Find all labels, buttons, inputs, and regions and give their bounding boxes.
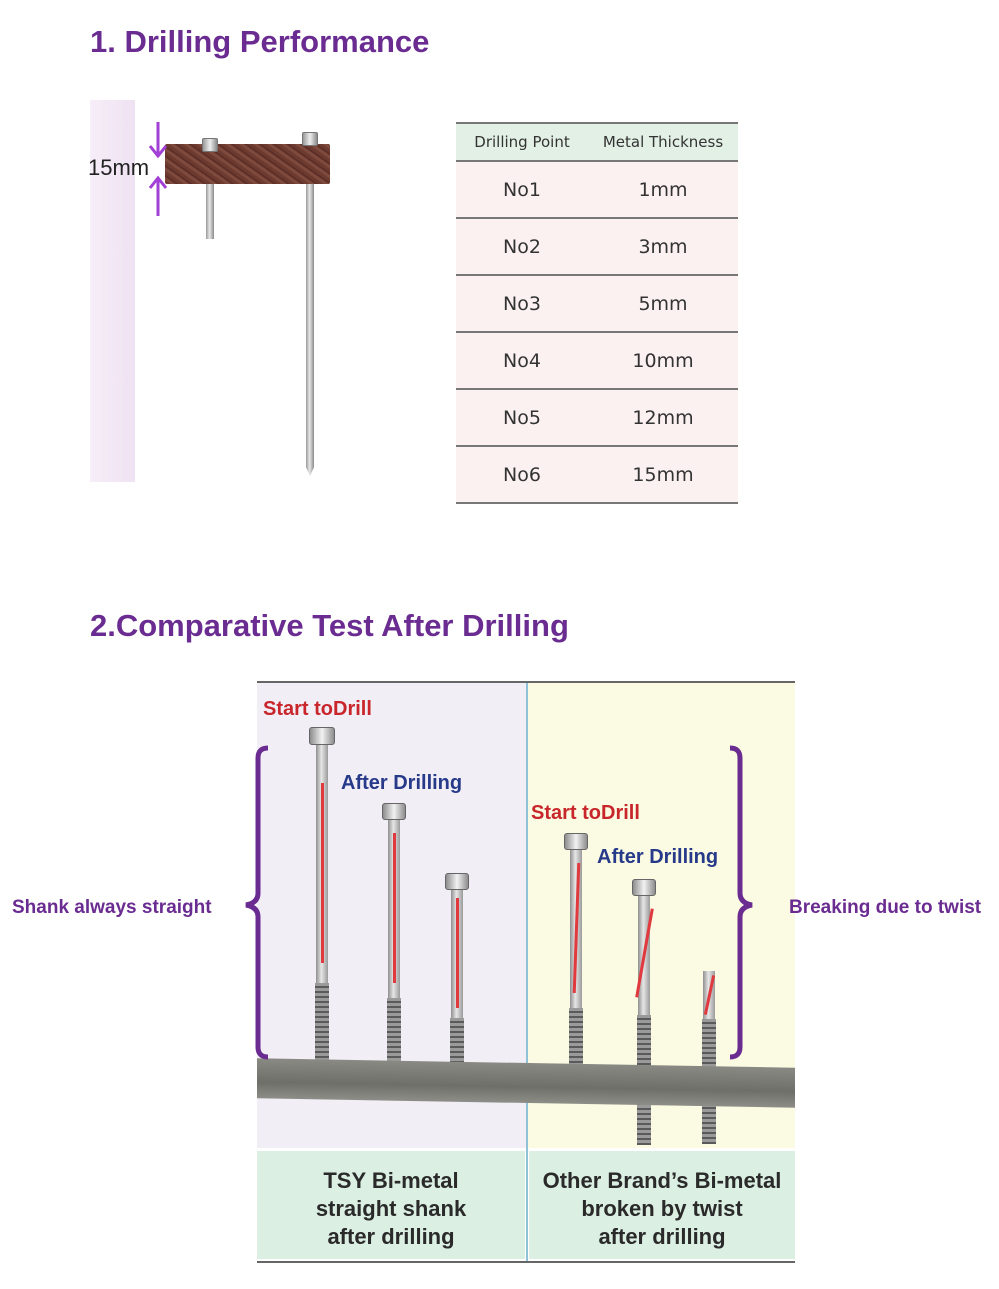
metal-thickness-cell: 5mm — [588, 275, 738, 333]
thickness-arrows-icon — [148, 122, 168, 216]
right-caption-line: after drilling — [598, 1224, 726, 1249]
right-side-label: Breaking due to twist — [789, 897, 982, 918]
left-start-label: Start toDrill — [263, 698, 372, 720]
metal-thickness-cell: 1mm — [588, 161, 738, 219]
metal-thickness-cell: 15mm — [588, 446, 738, 504]
table-row: No1 1mm — [456, 161, 738, 219]
left-side-label: Shank always straight — [12, 897, 212, 918]
table-row: No3 5mm — [456, 275, 738, 333]
right-start-label: Start toDrill — [531, 802, 640, 824]
metal-thickness-cell: 12mm — [588, 389, 738, 447]
drilling-point-cell: No2 — [456, 218, 588, 276]
table-row: No5 12mm — [456, 389, 738, 447]
column-header-drilling-point: Drilling Point — [456, 122, 588, 162]
left-brace-icon — [245, 745, 269, 1060]
left-after-label: After Drilling — [341, 772, 463, 794]
left-caption-line: TSY Bi-metal — [323, 1168, 459, 1193]
right-after-label: After Drilling — [597, 846, 719, 868]
right-caption-line: Other Brand’s Bi-metal — [542, 1168, 782, 1193]
section-title-drilling-performance: 1. Drilling Performance — [90, 24, 430, 59]
panel-divider — [526, 683, 528, 1261]
section-title-comparative-test: 2.Comparative Test After Drilling — [90, 608, 569, 643]
short-screw-shank — [206, 184, 214, 239]
column-header-metal-thickness: Metal Thickness — [588, 122, 738, 162]
long-screw-shank — [306, 184, 314, 476]
table-row: No2 3mm — [456, 218, 738, 276]
left-caption-line: after drilling — [327, 1224, 455, 1249]
left-caption-line: straight shank — [315, 1196, 467, 1221]
drilling-point-cell: No4 — [456, 332, 588, 390]
long-screw-head — [302, 132, 318, 146]
right-caption: Other Brand’s Bi-metal broken by twist a… — [529, 1151, 795, 1259]
short-screw-head — [202, 138, 218, 152]
drilling-point-cell: No5 — [456, 389, 588, 447]
right-brace-icon — [729, 745, 753, 1060]
drilling-point-cell: No3 — [456, 275, 588, 333]
metal-thickness-cell: 3mm — [588, 218, 738, 276]
drilling-point-cell: No1 — [456, 161, 588, 219]
drilling-table: Drilling Point Metal Thickness No1 1mm N… — [456, 122, 738, 504]
metal-thickness-cell: 10mm — [588, 332, 738, 390]
table-header-row: Drilling Point Metal Thickness — [456, 122, 738, 162]
comparative-test-graphic: Start toDrill After Drilling Start toDri… — [257, 681, 795, 1263]
photo-background-strip — [90, 100, 135, 482]
table-row: No6 15mm — [456, 446, 738, 504]
table-row: No4 10mm — [456, 332, 738, 390]
drilling-test-photo: 15mm — [80, 100, 380, 485]
thickness-label: 15mm — [88, 155, 150, 180]
wood-metal-block — [165, 144, 330, 184]
left-caption: TSY Bi-metal straight shank after drilli… — [257, 1151, 525, 1259]
drilling-point-cell: No6 — [456, 446, 588, 504]
right-caption-line: broken by twist — [581, 1196, 743, 1221]
